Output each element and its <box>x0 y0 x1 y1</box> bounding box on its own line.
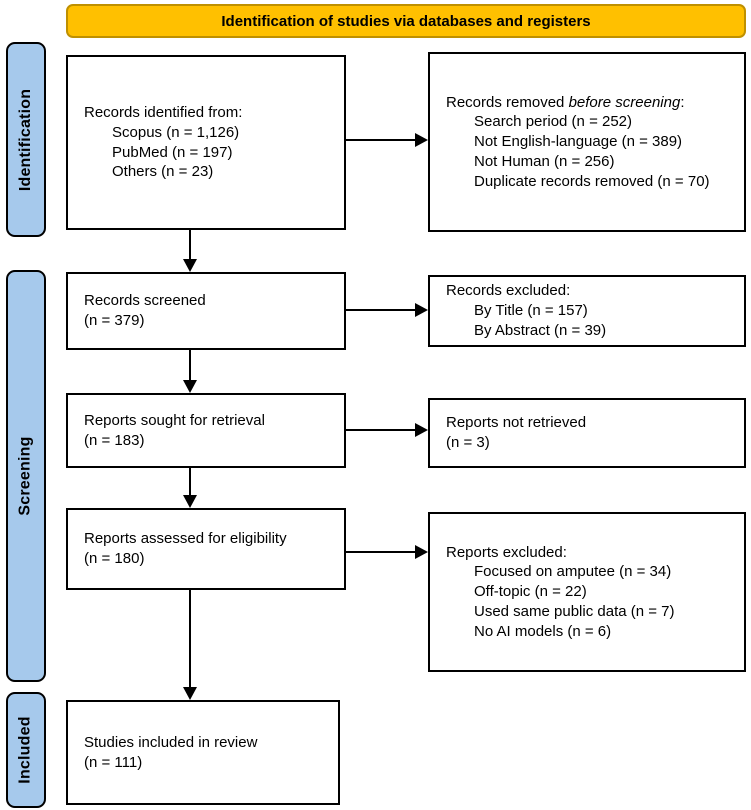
box-reports-assessed: Reports assessed for eligibility (n = 18… <box>66 508 346 590</box>
box-records-removed-title-prefix: Records removed <box>446 93 569 111</box>
box-records-removed-title: Records removed before screening: <box>446 93 736 113</box>
box-records-excluded-title: Records excluded: <box>446 282 571 300</box>
phase-identification-label: Identification <box>17 88 35 191</box>
box-records-removed-title-italic: before screening <box>568 93 681 111</box>
box-reports-sought-line2: (n = 183) <box>84 431 145 449</box>
box-reports-excluded-item: Focused on amputee (n = 34) <box>474 563 672 581</box>
box-reports-not-retrieved: Reports not retrieved (n = 3) <box>428 398 746 468</box>
box-records-screened: Records screened (n = 379) <box>66 272 346 350</box>
box-records-excluded: Records excluded: By Title (n = 157) By … <box>428 275 746 347</box>
header-banner: Identification of studies via databases … <box>66 4 746 38</box>
box-records-removed-item: Not English-language (n = 389) <box>474 133 683 151</box>
box-reports-assessed-line2: (n = 180) <box>84 550 145 567</box>
phase-included: Included <box>6 692 46 808</box>
box-records-excluded-item: By Title (n = 157) <box>474 302 588 320</box>
box-reports-sought-line1: Reports sought for retrieval <box>84 411 265 429</box>
box-studies-included: Studies included in review (n = 111) <box>66 700 340 805</box>
box-reports-sought: Reports sought for retrieval (n = 183) <box>66 393 346 468</box>
box-studies-included-line1: Studies included in review <box>84 733 258 751</box>
box-records-excluded-item: By Abstract (n = 39) <box>474 321 607 339</box>
box-records-screened-line1: Records screened <box>84 292 206 310</box>
box-reports-not-retrieved-line1: Reports not retrieved <box>446 414 587 432</box>
box-records-removed-item: Not Human (n = 256) <box>474 152 615 170</box>
phase-screening: Screening <box>6 270 46 682</box>
box-records-identified: Records identified from: Scopus (n = 1,1… <box>66 55 346 230</box>
box-records-removed: Records removed before screening: Search… <box>428 52 746 232</box>
box-studies-included-line2: (n = 111) <box>84 753 143 771</box>
box-reports-excluded-title: Reports excluded: <box>446 543 567 561</box>
box-reports-not-retrieved-line2: (n = 3) <box>446 434 490 451</box>
header-title: Identification of studies via databases … <box>221 12 591 30</box>
box-reports-excluded-item: No AI models (n = 6) <box>474 622 612 640</box>
box-records-identified-item: Others (n = 23) <box>112 163 214 181</box>
box-records-removed-item: Duplicate records removed (n = 70) <box>474 172 710 190</box>
box-records-identified-item: Scopus (n = 1,126) <box>112 123 240 141</box>
box-records-removed-title-suffix: : <box>680 93 685 111</box>
box-records-removed-item: Search period (n = 252) <box>474 113 633 131</box>
box-reports-excluded-item: Off-topic (n = 22) <box>474 583 587 601</box>
phase-screening-label: Screening <box>17 436 35 516</box>
box-reports-excluded: Reports excluded: Focused on amputee (n … <box>428 512 746 672</box>
phase-included-label: Included <box>17 716 35 784</box>
box-reports-excluded-item: Used same public data (n = 7) <box>474 602 675 620</box>
box-records-screened-line2: (n = 379) <box>84 312 145 329</box>
box-records-identified-title: Records identified from: <box>84 103 243 121</box>
box-reports-assessed-line1: Reports assessed for eligibility <box>84 530 287 548</box>
box-records-identified-item: PubMed (n = 197) <box>112 143 233 161</box>
phase-identification: Identification <box>6 42 46 237</box>
